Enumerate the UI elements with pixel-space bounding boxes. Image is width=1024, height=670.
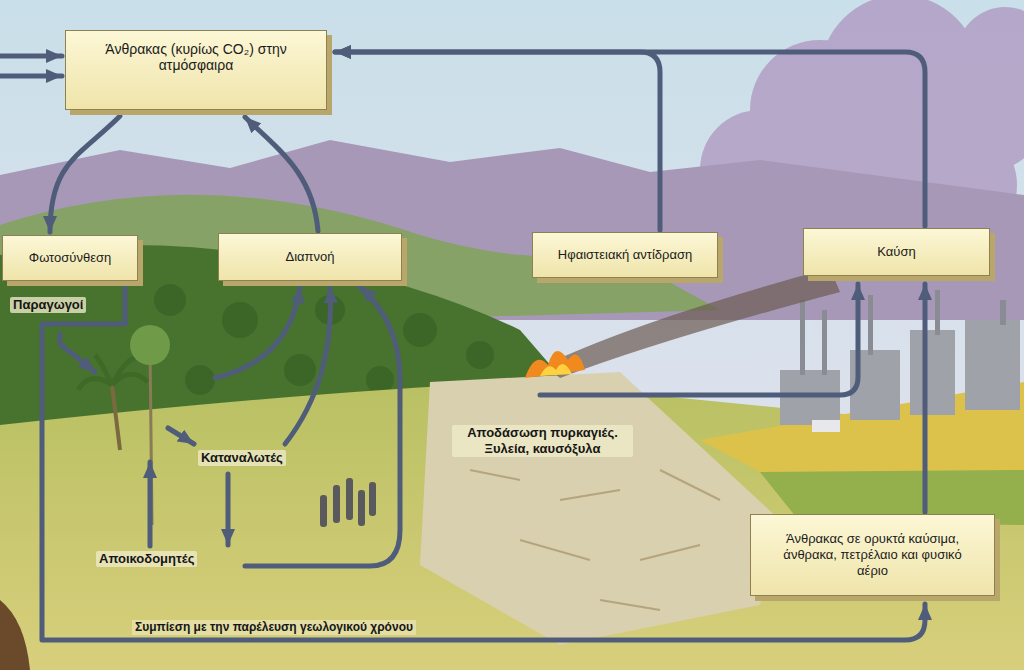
producer-arrow xyxy=(60,334,95,372)
log xyxy=(660,470,720,500)
person xyxy=(320,495,327,527)
soil-corner xyxy=(0,600,30,670)
tree-crown xyxy=(403,313,437,347)
consumer-respiration-arrow xyxy=(285,287,330,444)
fire xyxy=(525,351,585,378)
person xyxy=(358,490,365,526)
person xyxy=(369,482,376,516)
tree-crown xyxy=(466,341,494,369)
producer-consumer-arrow xyxy=(168,428,194,444)
carbon-box: Φωτοσύνθεση xyxy=(2,235,138,281)
box-text: Άνθρακας (κυρίως CO₂) στην ατμόσφαιρα xyxy=(104,41,289,73)
illustration-label: Καταναλωτές xyxy=(198,450,286,466)
tree-crown xyxy=(185,365,215,395)
decomposer-producer-arrow xyxy=(148,462,153,546)
inflow-arrow xyxy=(0,54,62,59)
inflow-arrow xyxy=(0,74,62,79)
carbon-box: Διαπνοή xyxy=(218,233,402,281)
smoke-plume xyxy=(545,268,840,378)
illustration-label: Παραγωγοί xyxy=(10,297,86,313)
box-text: Διαπνοή xyxy=(285,249,334,265)
tree-crown xyxy=(154,284,186,316)
log xyxy=(640,545,700,560)
person xyxy=(333,485,340,523)
log xyxy=(520,540,590,560)
box-text: Άνθρακας σε ορυκτά καύσιμα, άνθρακα, πετ… xyxy=(773,531,973,579)
chimney xyxy=(822,310,827,375)
chimney xyxy=(1000,300,1006,325)
logs xyxy=(470,470,720,610)
chimney xyxy=(935,290,940,335)
carbon-flow xyxy=(245,117,318,231)
chimney xyxy=(800,300,805,375)
decomposer-respiration-arrow xyxy=(245,287,400,566)
carbon-flow xyxy=(923,284,928,512)
factory-building xyxy=(910,330,955,415)
deforestation-arrow xyxy=(540,284,858,395)
tree-crown xyxy=(130,325,170,365)
box-text: Φωτοσύνθεση xyxy=(29,250,111,266)
truck xyxy=(812,420,840,432)
tree-crown xyxy=(284,354,316,386)
consumer-decomposer-arrow xyxy=(226,474,231,545)
person xyxy=(346,478,353,520)
illustration-label: Αποδάσωση πυρκαγιές. Ξυλεία, καυσόξυλα xyxy=(452,425,633,457)
people xyxy=(320,478,376,527)
chimney xyxy=(868,295,873,355)
flow-lines xyxy=(0,56,858,566)
cloud-puff xyxy=(957,7,1024,103)
tree-crown xyxy=(222,302,258,338)
carbon-box: Καύση xyxy=(803,228,990,276)
carbon-box: Ηφαιστειακή αντίδραση xyxy=(532,232,718,278)
palm-trunk xyxy=(112,385,120,450)
log xyxy=(470,470,520,480)
factory-building xyxy=(965,320,1020,410)
carbon-box: Άνθρακας σε ορυκτά καύσιμα, άνθρακα, πετ… xyxy=(750,514,995,596)
factories xyxy=(780,290,1020,432)
illustration-label: Αποικοδομητές xyxy=(96,551,197,567)
log xyxy=(600,600,660,610)
cleared-land xyxy=(420,372,780,645)
palm-trees xyxy=(78,325,170,525)
fire-core xyxy=(540,364,572,376)
carbon-flow xyxy=(50,116,120,232)
box-text: Καύση xyxy=(877,244,915,260)
forest-canopy xyxy=(154,284,494,395)
log xyxy=(560,490,620,500)
box-text: Ηφαιστειακή αντίδραση xyxy=(558,247,692,263)
carbon-flow xyxy=(335,52,925,226)
carbon-box: Άνθρακας (κυρίως CO₂) στην ατμόσφαιρα xyxy=(65,30,327,110)
edge-label: Συμπίεση με την παρέλευση γεωλογικού χρό… xyxy=(132,620,416,635)
producer-respiration-arrow xyxy=(215,287,300,378)
carbon-flow xyxy=(335,52,660,230)
